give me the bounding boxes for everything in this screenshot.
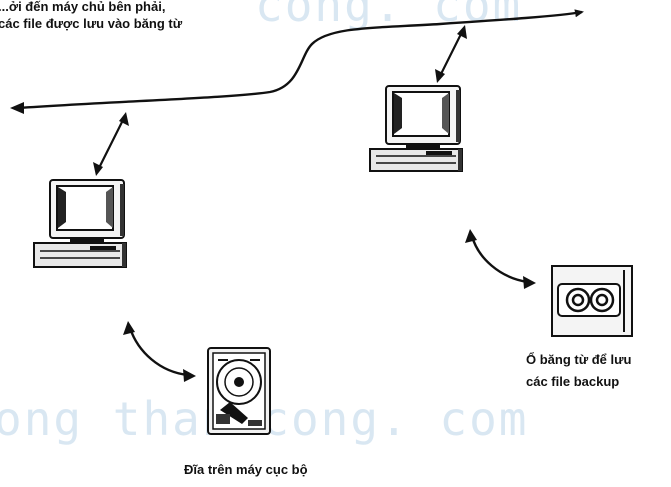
hard-disk-icon bbox=[207, 347, 271, 435]
link-left-computer-network bbox=[93, 112, 129, 176]
link-right-computer-network bbox=[435, 25, 467, 83]
tape-caption-line2: các file backup bbox=[526, 374, 620, 389]
tape-drive-icon bbox=[551, 265, 633, 337]
network-line bbox=[17, 9, 584, 110]
computer-left bbox=[33, 179, 127, 268]
tape-caption-line1: Ổ băng từ để lưu bbox=[526, 352, 632, 367]
link-computer-disk bbox=[123, 321, 196, 382]
top-caption-line1: ...ởi đến máy chủ bên phải, bbox=[0, 0, 166, 14]
network-line-left-arrowhead bbox=[10, 102, 24, 114]
top-caption-line2: các file được lưu vào băng từ bbox=[0, 16, 183, 31]
link-computer-tape bbox=[465, 229, 536, 289]
computer-right bbox=[369, 85, 463, 172]
disk-caption: Đĩa trên máy cục bộ bbox=[184, 462, 308, 477]
